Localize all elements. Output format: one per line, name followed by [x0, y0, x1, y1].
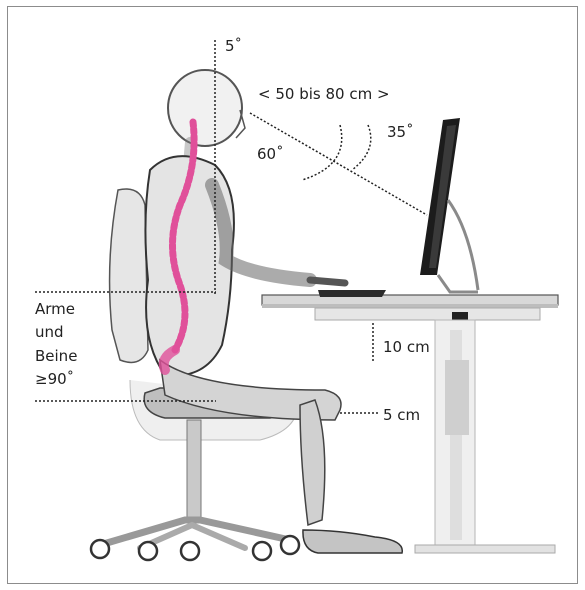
angle-arc-35 — [352, 125, 371, 170]
view-angle-lower-label: 60˚ — [257, 145, 284, 163]
head-tilt-label: 5˚ — [225, 37, 242, 55]
angle-arc-60 — [302, 125, 342, 180]
arms-legs-label-line2: und — [35, 323, 64, 341]
desk-clearance-label: 10 cm — [383, 338, 430, 356]
knee-clearance-label: 5 cm — [383, 406, 420, 424]
distance-label: < 50 bis 80 cm > — [258, 85, 390, 103]
monitor-icon — [420, 118, 478, 292]
keyboard-icon — [318, 290, 386, 297]
arms-legs-label-line4: ≥90˚ — [35, 370, 74, 388]
view-angle-upper-label: 35˚ — [387, 123, 414, 141]
arms-legs-label-line3: Beine — [35, 347, 77, 365]
arms-legs-label-line1: Arme — [35, 300, 75, 318]
